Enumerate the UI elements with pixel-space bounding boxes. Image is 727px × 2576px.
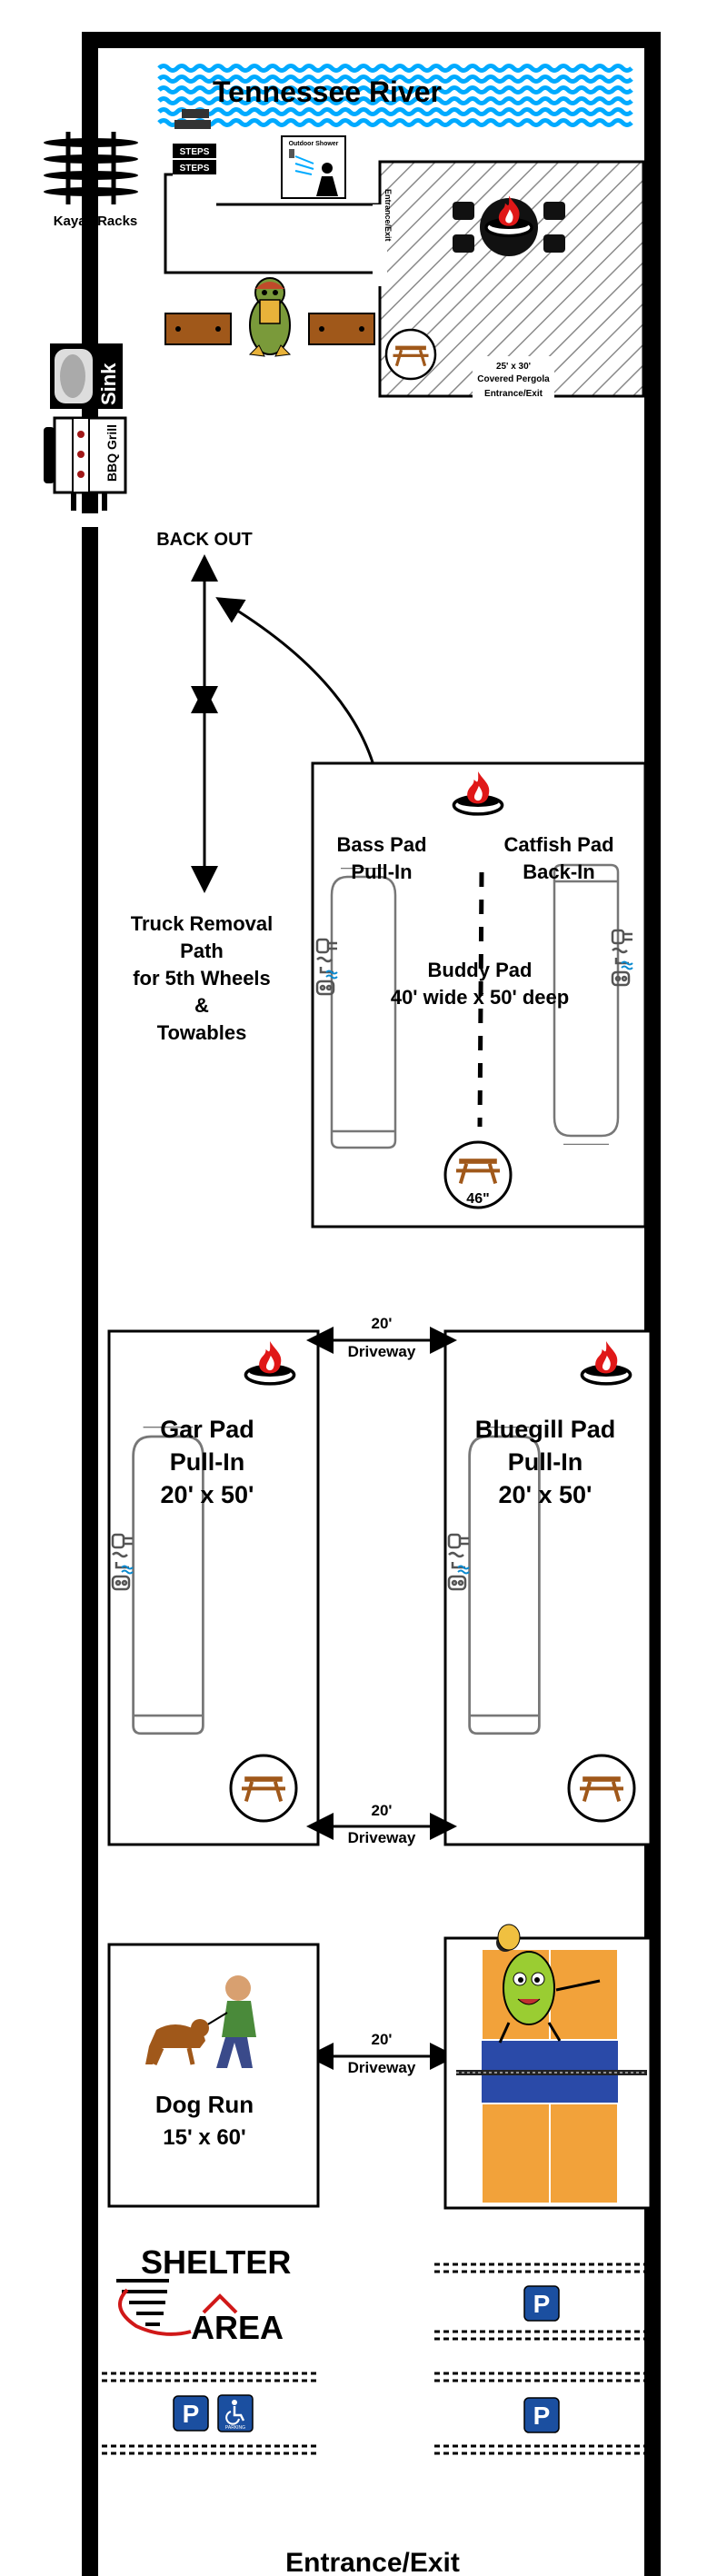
svg-text:&: & [194, 994, 209, 1017]
buddy-pad-title: Buddy Pad [428, 959, 533, 981]
river-wave [157, 64, 633, 73]
shelter-area-label: AREA [191, 2309, 284, 2346]
pickle-mascot-icon [496, 1924, 601, 2044]
shelter-area-logo: SHELTER AREA [116, 2243, 291, 2346]
catfish-pad-type: Back-In [523, 860, 594, 883]
deck-outline [164, 173, 380, 274]
pergola-side-label: Entrance/Exit [383, 189, 393, 242]
parking-area-left: PARKING [102, 2372, 316, 2455]
pergola-size: 25' x 30' [496, 362, 531, 372]
accessible-parking-caption: PARKING [225, 2425, 245, 2431]
gar-pad-type: Pull-In [170, 1448, 245, 1476]
bluegill-pad-label: Bluegill Pad [475, 1416, 616, 1443]
parking-icon [523, 2397, 560, 2433]
buddy-table-size: 46" [466, 1191, 489, 1207]
river-label: Tennessee River [213, 75, 442, 108]
bluegill-pad: Bluegill Pad Pull-In 20' x 50' [443, 1329, 652, 1846]
driveway-marker-bottom: 20' Driveway [306, 2028, 457, 2077]
steps-label-2: STEPS [180, 164, 210, 174]
house-icon [202, 2293, 238, 2314]
svg-text:Towables: Towables [157, 1021, 247, 1044]
svg-text:Driveway: Driveway [348, 2059, 416, 2076]
gar-pad-label: Gar Pad [160, 1416, 254, 1443]
gar-pad: Gar Pad Pull-In 20' x 50' [107, 1329, 320, 1846]
svg-text:Path: Path [180, 940, 224, 962]
svg-text:20': 20' [372, 1802, 393, 1819]
parking-area-right-top [434, 2263, 647, 2341]
bbq-grill-icon: BBQ Grill [44, 416, 127, 511]
pickleball-court [443, 1924, 652, 2210]
river-wave [157, 118, 633, 127]
pergola-label: Covered Pergola [477, 374, 550, 384]
entrance-exit-label: Entrance/Exit [285, 2548, 460, 2576]
driveway-marker-top: 20' Driveway [306, 1312, 457, 1361]
bench-right [308, 313, 375, 345]
shelter-label: SHELTER [141, 2243, 291, 2281]
tornado-icon [116, 2279, 192, 2336]
kayak-racks-label: Kayak Racks [54, 214, 138, 229]
kayak-racks-icon [44, 132, 138, 204]
dog-run: Dog Run 15' x 60' [107, 1943, 320, 2208]
covered-pergola: 25' x 30' Covered Pergola Entrance/Exit … [373, 160, 645, 399]
buddy-pad: 46" Bass Pad Pull-In Catfish Pad Back-In… [311, 761, 647, 1228]
pergola-table-icon [453, 194, 565, 256]
driveway-marker-middle: 20' Driveway [306, 1799, 457, 1848]
outdoor-shower-icon [281, 135, 346, 199]
tennessee-river: Tennessee River [157, 64, 633, 127]
buddy-pad-size: 40' wide x 50' deep [391, 986, 569, 1009]
bbq-grill-label: BBQ Grill [105, 424, 119, 482]
steps-icon [174, 109, 211, 129]
svg-text:for 5th Wheels: for 5th Wheels [133, 967, 271, 990]
river-wave [157, 85, 633, 94]
parking-icon [523, 2285, 560, 2322]
parking-icon [173, 2395, 209, 2432]
svg-text:Driveway: Driveway [348, 1829, 416, 1846]
bluegill-pad-size: 20' x 50' [499, 1481, 593, 1508]
river-wave [157, 75, 633, 84]
svg-text:20': 20' [372, 2031, 393, 2048]
steps-label-1: STEPS [180, 147, 210, 157]
river-wave [157, 96, 633, 105]
fish-mascot-icon [248, 277, 292, 357]
bass-pad-label: Bass Pad [336, 833, 426, 856]
bench-left [164, 313, 232, 345]
parking-area-right-bottom [434, 2372, 647, 2455]
truck-removal-text: Truck Removal Path for 5th Wheels & Towa… [131, 912, 274, 1044]
bass-pad-type: Pull-In [351, 860, 412, 883]
gar-pad-size: 20' x 50' [161, 1481, 254, 1508]
catfish-pad-label: Catfish Pad [503, 833, 613, 856]
svg-text:Truck Removal: Truck Removal [131, 912, 274, 935]
accessible-parking-icon: PARKING [217, 2394, 254, 2432]
back-out-label: BACK OUT [156, 530, 253, 550]
dog-walker-icon [145, 1975, 256, 2068]
river-wave [157, 107, 633, 116]
outdoor-shower-label: Outdoor Shower [289, 141, 339, 147]
svg-text:20': 20' [372, 1315, 393, 1332]
svg-text:Driveway: Driveway [348, 1343, 416, 1360]
sink-icon: Sink [50, 343, 123, 409]
dog-run-title: Dog Run [155, 2091, 254, 2118]
pergola-entrance-label: Entrance/Exit [484, 389, 543, 399]
bluegill-pad-type: Pull-In [508, 1448, 583, 1476]
sink-label: Sink [97, 363, 120, 405]
dog-run-size: 15' x 60' [163, 2125, 246, 2150]
